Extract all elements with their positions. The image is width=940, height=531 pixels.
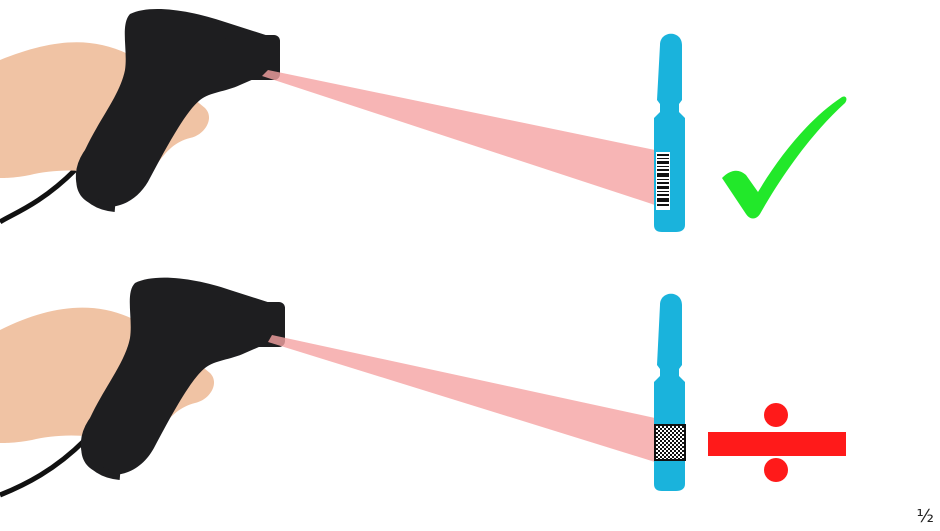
page-fraction-label: ½ xyxy=(917,506,934,527)
scan-row-2 xyxy=(0,278,846,495)
scanner-cable xyxy=(0,170,75,222)
scanner-cable xyxy=(0,440,85,495)
laser-beam xyxy=(268,335,655,462)
laser-beam xyxy=(262,70,655,205)
checkmark-icon xyxy=(722,96,846,218)
ampoule xyxy=(654,294,685,491)
barcode-bars xyxy=(657,154,669,206)
scan-row-1 xyxy=(0,9,846,232)
divide-icon xyxy=(708,403,846,482)
ampoule xyxy=(654,34,685,232)
datamatrix-code xyxy=(655,425,685,460)
